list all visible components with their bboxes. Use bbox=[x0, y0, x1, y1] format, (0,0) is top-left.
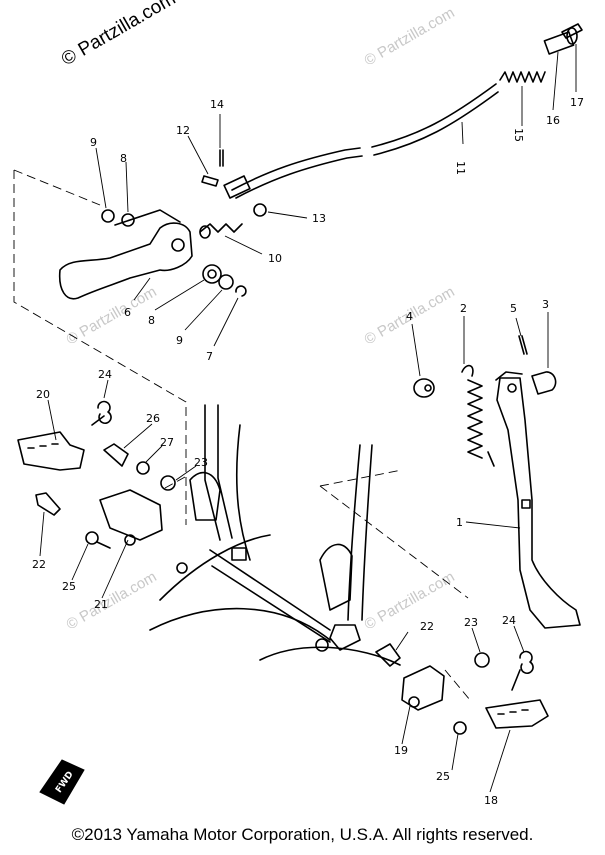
callout-14: 14 bbox=[210, 98, 224, 111]
footrest-spring-right bbox=[511, 650, 534, 691]
callout-22: 22 bbox=[32, 558, 46, 571]
callout-9: 9 bbox=[90, 136, 97, 149]
circlip bbox=[235, 285, 247, 297]
copyright-footer: ©2013 Yamaha Motor Corporation, U.S.A. A… bbox=[71, 825, 534, 844]
nut-27 bbox=[136, 461, 150, 475]
callout-2: 2 bbox=[460, 302, 467, 315]
pin-26 bbox=[103, 443, 129, 467]
footrest-pin-right bbox=[375, 643, 401, 667]
pivot-bolt bbox=[199, 223, 243, 239]
footrest-right bbox=[485, 699, 549, 729]
callout-6: 6 bbox=[124, 306, 131, 319]
callout-19: 19 bbox=[394, 744, 408, 757]
footrest-left bbox=[17, 431, 85, 471]
callout-3: 3 bbox=[542, 298, 549, 311]
brake-adjuster bbox=[543, 27, 578, 55]
callout-11: 11 bbox=[454, 161, 467, 175]
stand-cotter-pin bbox=[518, 335, 528, 355]
washer bbox=[218, 274, 234, 290]
callout-8: 8 bbox=[120, 152, 127, 165]
callout-13: 13 bbox=[312, 212, 326, 225]
bolt-25-left bbox=[85, 531, 111, 549]
callout-23: 23 bbox=[194, 456, 208, 469]
leader-lines bbox=[39, 44, 577, 793]
washer bbox=[101, 209, 115, 223]
callout-1: 1 bbox=[456, 516, 463, 529]
callout-9-lower: 9 bbox=[176, 334, 183, 347]
stand-bolt bbox=[531, 371, 557, 395]
frame bbox=[149, 404, 401, 666]
watermark: © Partzilla.com bbox=[64, 568, 160, 633]
watermark: © Partzilla.com bbox=[362, 568, 458, 633]
nut-23-left bbox=[160, 475, 176, 491]
side-stand bbox=[495, 371, 581, 629]
bolt-25-right bbox=[453, 721, 467, 735]
callout-8-lower: 8 bbox=[148, 314, 155, 327]
callout-22-right: 22 bbox=[420, 620, 434, 633]
callout-labels: 14 12 9 8 13 10 11 15 16 17 6 8 9 7 4 2 … bbox=[32, 96, 584, 807]
footrest-pin-left bbox=[35, 492, 61, 516]
callout-7: 7 bbox=[206, 350, 213, 363]
brake-rod bbox=[223, 83, 499, 199]
callout-17: 17 bbox=[570, 96, 584, 109]
callout-21: 21 bbox=[94, 598, 108, 611]
footrest-bracket-left bbox=[99, 489, 163, 546]
callout-23-right: 23 bbox=[464, 616, 478, 629]
adjuster-pin bbox=[561, 23, 583, 39]
bushing bbox=[121, 213, 135, 227]
callout-10: 10 bbox=[268, 252, 282, 265]
callout-12: 12 bbox=[176, 124, 190, 137]
callout-4: 4 bbox=[406, 310, 413, 323]
callout-18: 18 bbox=[484, 794, 498, 807]
nut bbox=[253, 203, 267, 217]
callout-26: 26 bbox=[146, 412, 160, 425]
stand-nut bbox=[413, 378, 435, 398]
footrest-spring-left bbox=[91, 400, 112, 426]
fwd-arrow-icon: FWD bbox=[39, 759, 85, 805]
footrest-bracket-right bbox=[401, 665, 445, 711]
callout-20: 20 bbox=[36, 388, 50, 401]
callout-15: 15 bbox=[512, 128, 525, 142]
return-spring bbox=[499, 71, 546, 83]
clevis-pin bbox=[201, 175, 219, 187]
nut-23-right bbox=[474, 652, 490, 668]
washer bbox=[202, 264, 222, 284]
callout-5: 5 bbox=[510, 302, 517, 315]
brake-pedal bbox=[58, 209, 193, 300]
dashed-guide-lines bbox=[13, 169, 471, 701]
callout-16: 16 bbox=[546, 114, 560, 127]
callout-27: 27 bbox=[160, 436, 174, 449]
watermark: © Partzilla.com bbox=[362, 4, 458, 69]
watermark: © Partzilla.com bbox=[64, 283, 160, 348]
callout-25-right: 25 bbox=[436, 770, 450, 783]
watermark-top-left: © Partzilla.com bbox=[58, 0, 179, 70]
callout-24-right: 24 bbox=[502, 614, 516, 627]
callout-25: 25 bbox=[62, 580, 76, 593]
callout-24: 24 bbox=[98, 368, 112, 381]
stand-spring bbox=[461, 364, 495, 467]
cotter-pin bbox=[219, 149, 224, 167]
